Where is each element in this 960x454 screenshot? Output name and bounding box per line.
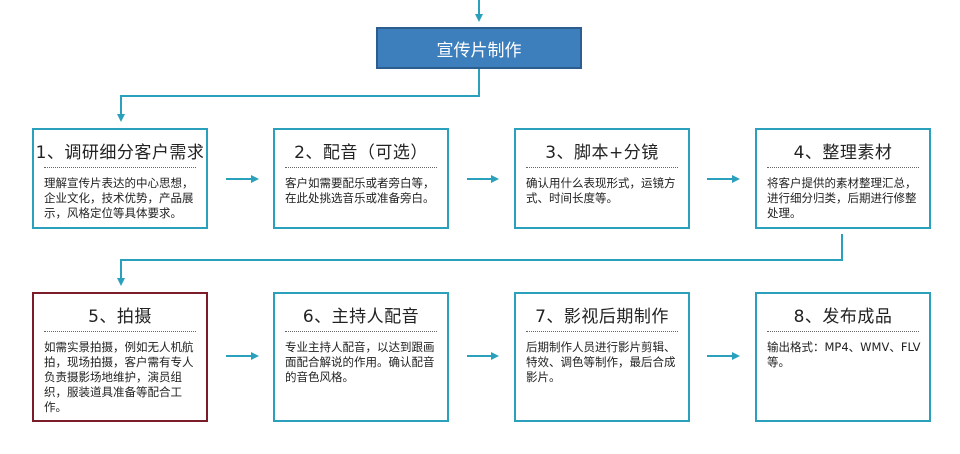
step-8-divider [767, 331, 919, 332]
step-7-description: 后期制作人员进行影片剪辑、特效、调色等制作，最后合成影片。 [526, 340, 676, 384]
step-4-divider [767, 167, 919, 168]
step-6-title: 6、主持人配音 [302, 307, 420, 327]
step-3-title: 3、脚本+分镜 [545, 143, 659, 163]
step-7-divider [526, 331, 678, 332]
step-5-box: 5、拍摄 如需实景拍摄，例如无人机航拍，现场拍摄，客户需有专人负责摄影场地维护，… [32, 292, 208, 422]
step-1-box: 1、调研细分客户需求 理解宣传片表达的中心思想，企业文化，技术优势，产品展示，风… [32, 128, 208, 229]
step-3-description: 确认用什么表现形式，运镜方式、时间长度等。 [526, 176, 676, 205]
main-title: 宣传片制作 [436, 40, 522, 61]
step-5-title: 5、拍摄 [88, 307, 152, 327]
step-5-description: 如需实景拍摄，例如无人机航拍，现场拍摄，客户需有专人负责摄影场地维护，演员组织，… [44, 340, 194, 414]
step-4-title: 4、整理素材 [793, 143, 893, 163]
step-3-box: 3、脚本+分镜 确认用什么表现形式，运镜方式、时间长度等。 [514, 128, 690, 229]
step-8-title: 8、发布成品 [793, 307, 893, 327]
step-6-box: 6、主持人配音 专业主持人配音，以达到跟画面配合解说的作用。确认配音的音色风格。 [273, 292, 449, 422]
step-2-description: 客户如需要配乐或者旁白等，在此处挑选音乐或准备旁白。 [285, 176, 435, 205]
step-2-divider [285, 167, 437, 168]
step-4-description: 将客户提供的素材整理汇总，进行细分归类，后期进行修整处理。 [767, 176, 917, 220]
main-title-box: 宣传片制作 [376, 27, 582, 69]
step-7-box: 7、影视后期制作 后期制作人员进行影片剪辑、特效、调色等制作，最后合成影片。 [514, 292, 690, 422]
connector-header-to-step-1 [117, 69, 480, 122]
step-8-description: 输出格式：MP4、WMV、FLV等。 [767, 340, 921, 369]
step-1-title: 1、调研细分客户需求 [35, 143, 205, 163]
step-4-box: 4、整理素材 将客户提供的素材整理汇总，进行细分归类，后期进行修整处理。 [755, 128, 931, 229]
step-3-divider [526, 167, 678, 168]
step-1-divider [44, 167, 196, 168]
step-2-title: 2、配音（可选） [294, 143, 428, 163]
connector-step-4-to-5 [117, 234, 843, 286]
step-6-divider [285, 331, 437, 332]
step-2-box: 2、配音（可选） 客户如需要配乐或者旁白等，在此处挑选音乐或准备旁白。 [273, 128, 449, 229]
step-5-divider [44, 331, 196, 332]
step-7-title: 7、影视后期制作 [535, 307, 669, 327]
step-8-box: 8、发布成品 输出格式：MP4、WMV、FLV等。 [755, 292, 931, 422]
step-6-description: 专业主持人配音，以达到跟画面配合解说的作用。确认配音的音色风格。 [285, 340, 435, 384]
step-1-description: 理解宣传片表达的中心思想，企业文化，技术优势，产品展示，风格定位等具体要求。 [44, 176, 194, 220]
